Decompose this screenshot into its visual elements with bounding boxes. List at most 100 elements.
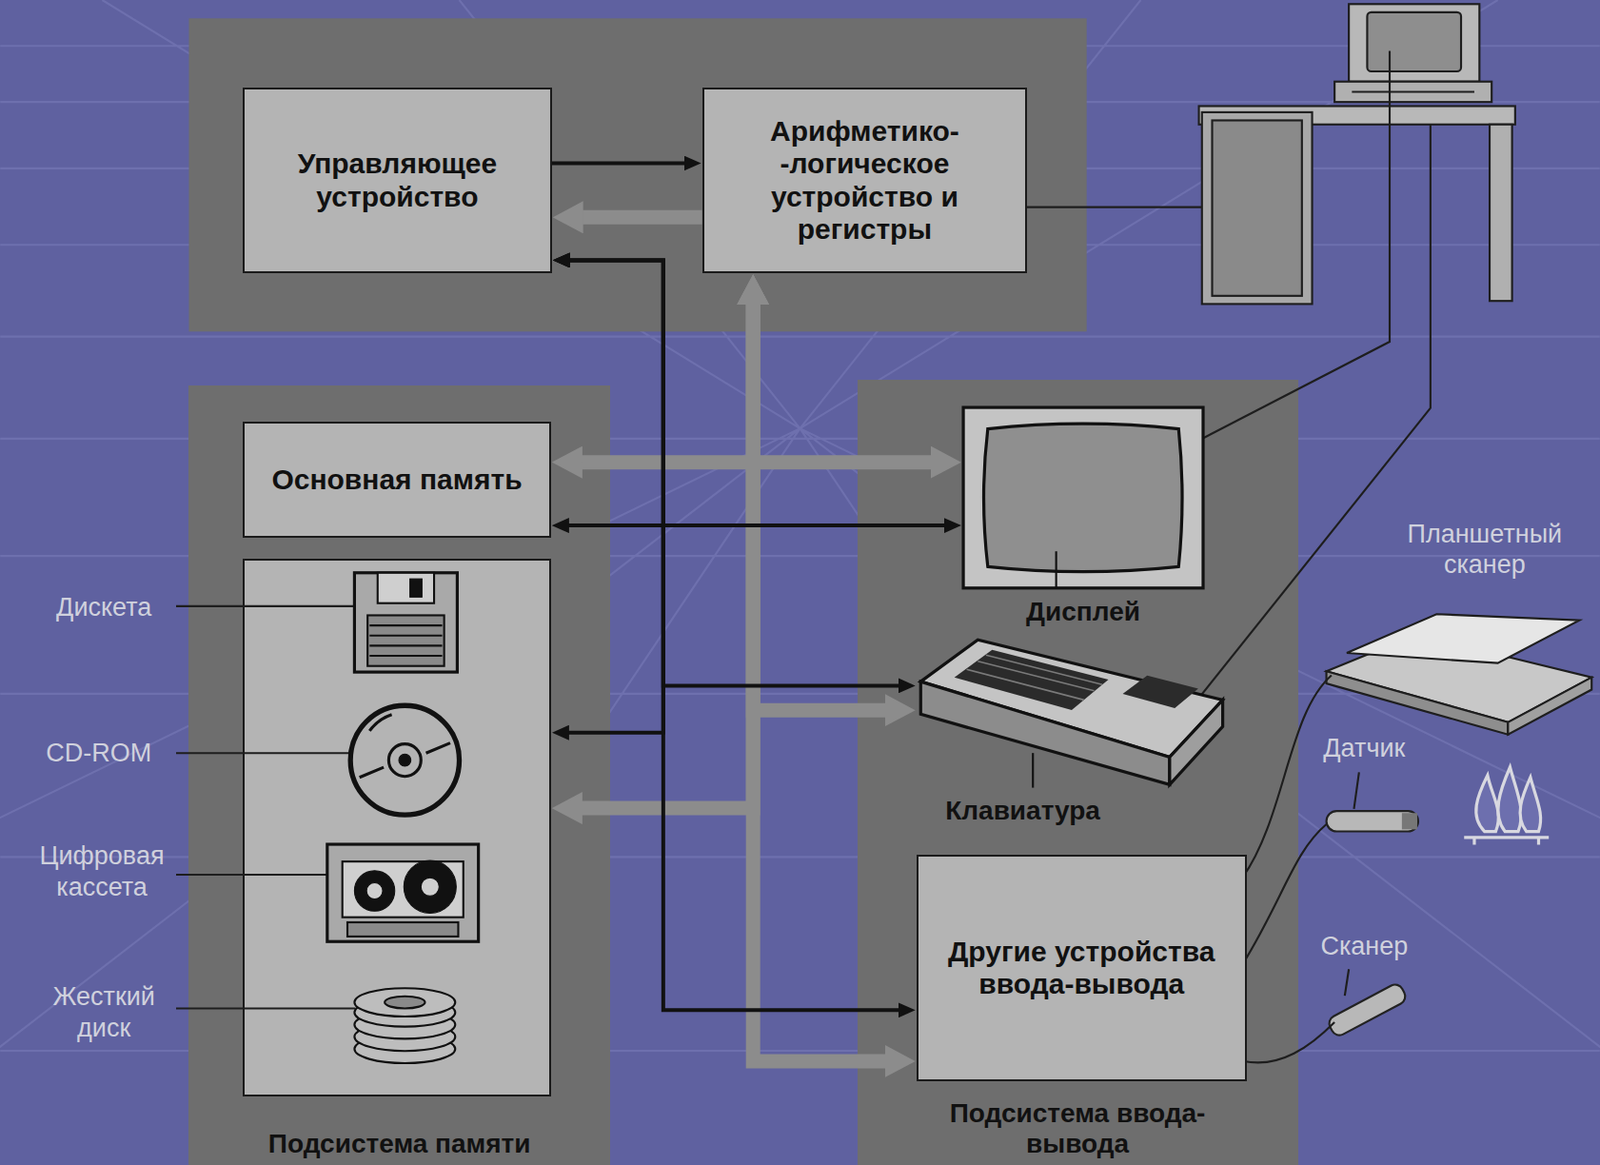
control-bus-arrow xyxy=(552,161,686,166)
leader-line xyxy=(176,752,352,755)
device-label: Датчик xyxy=(1292,732,1436,764)
computer-illustration xyxy=(1199,3,1516,304)
cd-hole xyxy=(398,754,412,768)
keyboard-art xyxy=(916,637,1225,789)
leader-line xyxy=(1195,124,1431,703)
hand-scanner-illustration xyxy=(1326,981,1409,1038)
cassette-edge xyxy=(347,922,458,937)
control-unit-box: Управляющее устройство xyxy=(242,87,553,274)
keyboard-side xyxy=(1169,699,1224,785)
flatbed-scanner-illustration xyxy=(1326,613,1593,734)
leader-line xyxy=(1353,771,1359,810)
desk-leg xyxy=(1489,124,1513,301)
storage-leaders xyxy=(176,606,356,1009)
leader-line xyxy=(1031,752,1034,788)
unit-label: Основная память xyxy=(271,463,522,497)
io-subsystem-panel: Подсистема ввода-вывода Дисплей Клавиату… xyxy=(857,379,1299,1165)
system-unit-panel xyxy=(1212,119,1303,296)
data-bus-arrow xyxy=(752,303,887,711)
connector-group xyxy=(552,163,946,1062)
memory-subsystem-panel: Подсистема памятиОсновная память Дискета xyxy=(188,385,611,1165)
flame xyxy=(1520,777,1541,832)
unit-label: Другие устройства ввода-вывода xyxy=(926,935,1238,1002)
display-art xyxy=(962,406,1205,590)
display-icon: Дисплей xyxy=(962,406,1205,590)
flame xyxy=(1476,775,1500,832)
leader-line xyxy=(1243,824,1327,965)
callout-label: Жесткий диск xyxy=(27,981,181,1044)
key-rows xyxy=(966,654,1103,700)
callout-label: Дискета xyxy=(27,592,181,623)
scanner-lid xyxy=(1346,613,1580,663)
leader-line xyxy=(1055,551,1058,590)
cassette-reel xyxy=(355,870,396,912)
key-block xyxy=(953,650,1108,711)
unit-label: Арифметико- -логическое устройство и рег… xyxy=(711,115,1019,247)
cd-hub xyxy=(389,744,422,777)
sensor-body xyxy=(1326,810,1419,831)
monitor-slot xyxy=(1351,90,1475,93)
sensor-illustration xyxy=(1326,810,1419,831)
keyboard-icon: Клавиатура xyxy=(916,637,1225,789)
diskette-body xyxy=(355,572,458,672)
callout-label: Цифровая кассета xyxy=(25,840,179,903)
flame xyxy=(1498,767,1521,832)
control-bus-arrow xyxy=(568,523,946,528)
leader-group xyxy=(1023,51,1431,1064)
device-caption: Клавиатура xyxy=(897,795,1149,827)
monitor-base xyxy=(1334,81,1492,102)
leader-line xyxy=(1152,51,1390,465)
callout-label: CD-ROM xyxy=(21,737,176,769)
cassette-hub xyxy=(366,883,383,900)
cd-shine xyxy=(359,714,451,778)
data-bus-arrow xyxy=(582,210,703,225)
leader-line xyxy=(176,1007,356,1010)
sensor-tip xyxy=(1402,812,1418,830)
data-bus-arrow xyxy=(752,303,887,1062)
diskette-shutter xyxy=(377,572,435,604)
io-devices-box: Другие устройства ввода-вывода xyxy=(916,854,1247,1082)
numpad xyxy=(1122,675,1198,709)
system-unit xyxy=(1202,112,1313,304)
diskette-window xyxy=(410,579,423,598)
panel-heading: Подсистема ввода-вывода xyxy=(915,1098,1240,1160)
main-memory-box: Основная память xyxy=(242,421,552,538)
processor-panel xyxy=(188,18,1087,332)
scanner-side xyxy=(1507,677,1592,735)
leader-line xyxy=(176,605,355,608)
leader-line xyxy=(1344,968,1349,996)
display-case xyxy=(963,407,1204,589)
diskette-stripes xyxy=(369,626,442,657)
control-bus-arrow xyxy=(568,259,664,732)
leader-line xyxy=(1243,675,1332,878)
control-bus-arrow xyxy=(569,259,900,1010)
panel-heading: Подсистема памяти xyxy=(268,1128,532,1160)
monitor-screen xyxy=(1366,12,1462,72)
display-screen xyxy=(983,423,1183,572)
storage-box: ДискетаCD-ROMЦифровая кассетаЖесткий дис… xyxy=(242,558,552,1097)
hard-disk-icon xyxy=(355,988,456,1065)
diskette-icon xyxy=(355,572,458,672)
flame-symbol xyxy=(1463,767,1549,845)
cd-icon xyxy=(350,706,459,816)
data-bus-arrow xyxy=(581,454,932,470)
leader-line xyxy=(1243,1022,1335,1063)
spindle xyxy=(384,996,425,1009)
cassette-hub xyxy=(420,878,439,897)
burner xyxy=(1463,837,1549,846)
diskette-label xyxy=(367,615,444,667)
leader-line xyxy=(1023,206,1203,209)
cassette-icon xyxy=(327,845,479,943)
monitor-body xyxy=(1348,3,1480,81)
storage-icons xyxy=(244,560,550,1095)
device-label: Сканер xyxy=(1292,930,1436,962)
cassette-reel xyxy=(403,861,456,914)
cassette-body xyxy=(327,845,479,943)
control-bus-arrow xyxy=(569,259,900,686)
alu-box: Арифметико- -логическое устройство и рег… xyxy=(702,87,1028,274)
leader-line xyxy=(176,873,328,876)
unit-label: Управляющее устройство xyxy=(252,147,543,214)
